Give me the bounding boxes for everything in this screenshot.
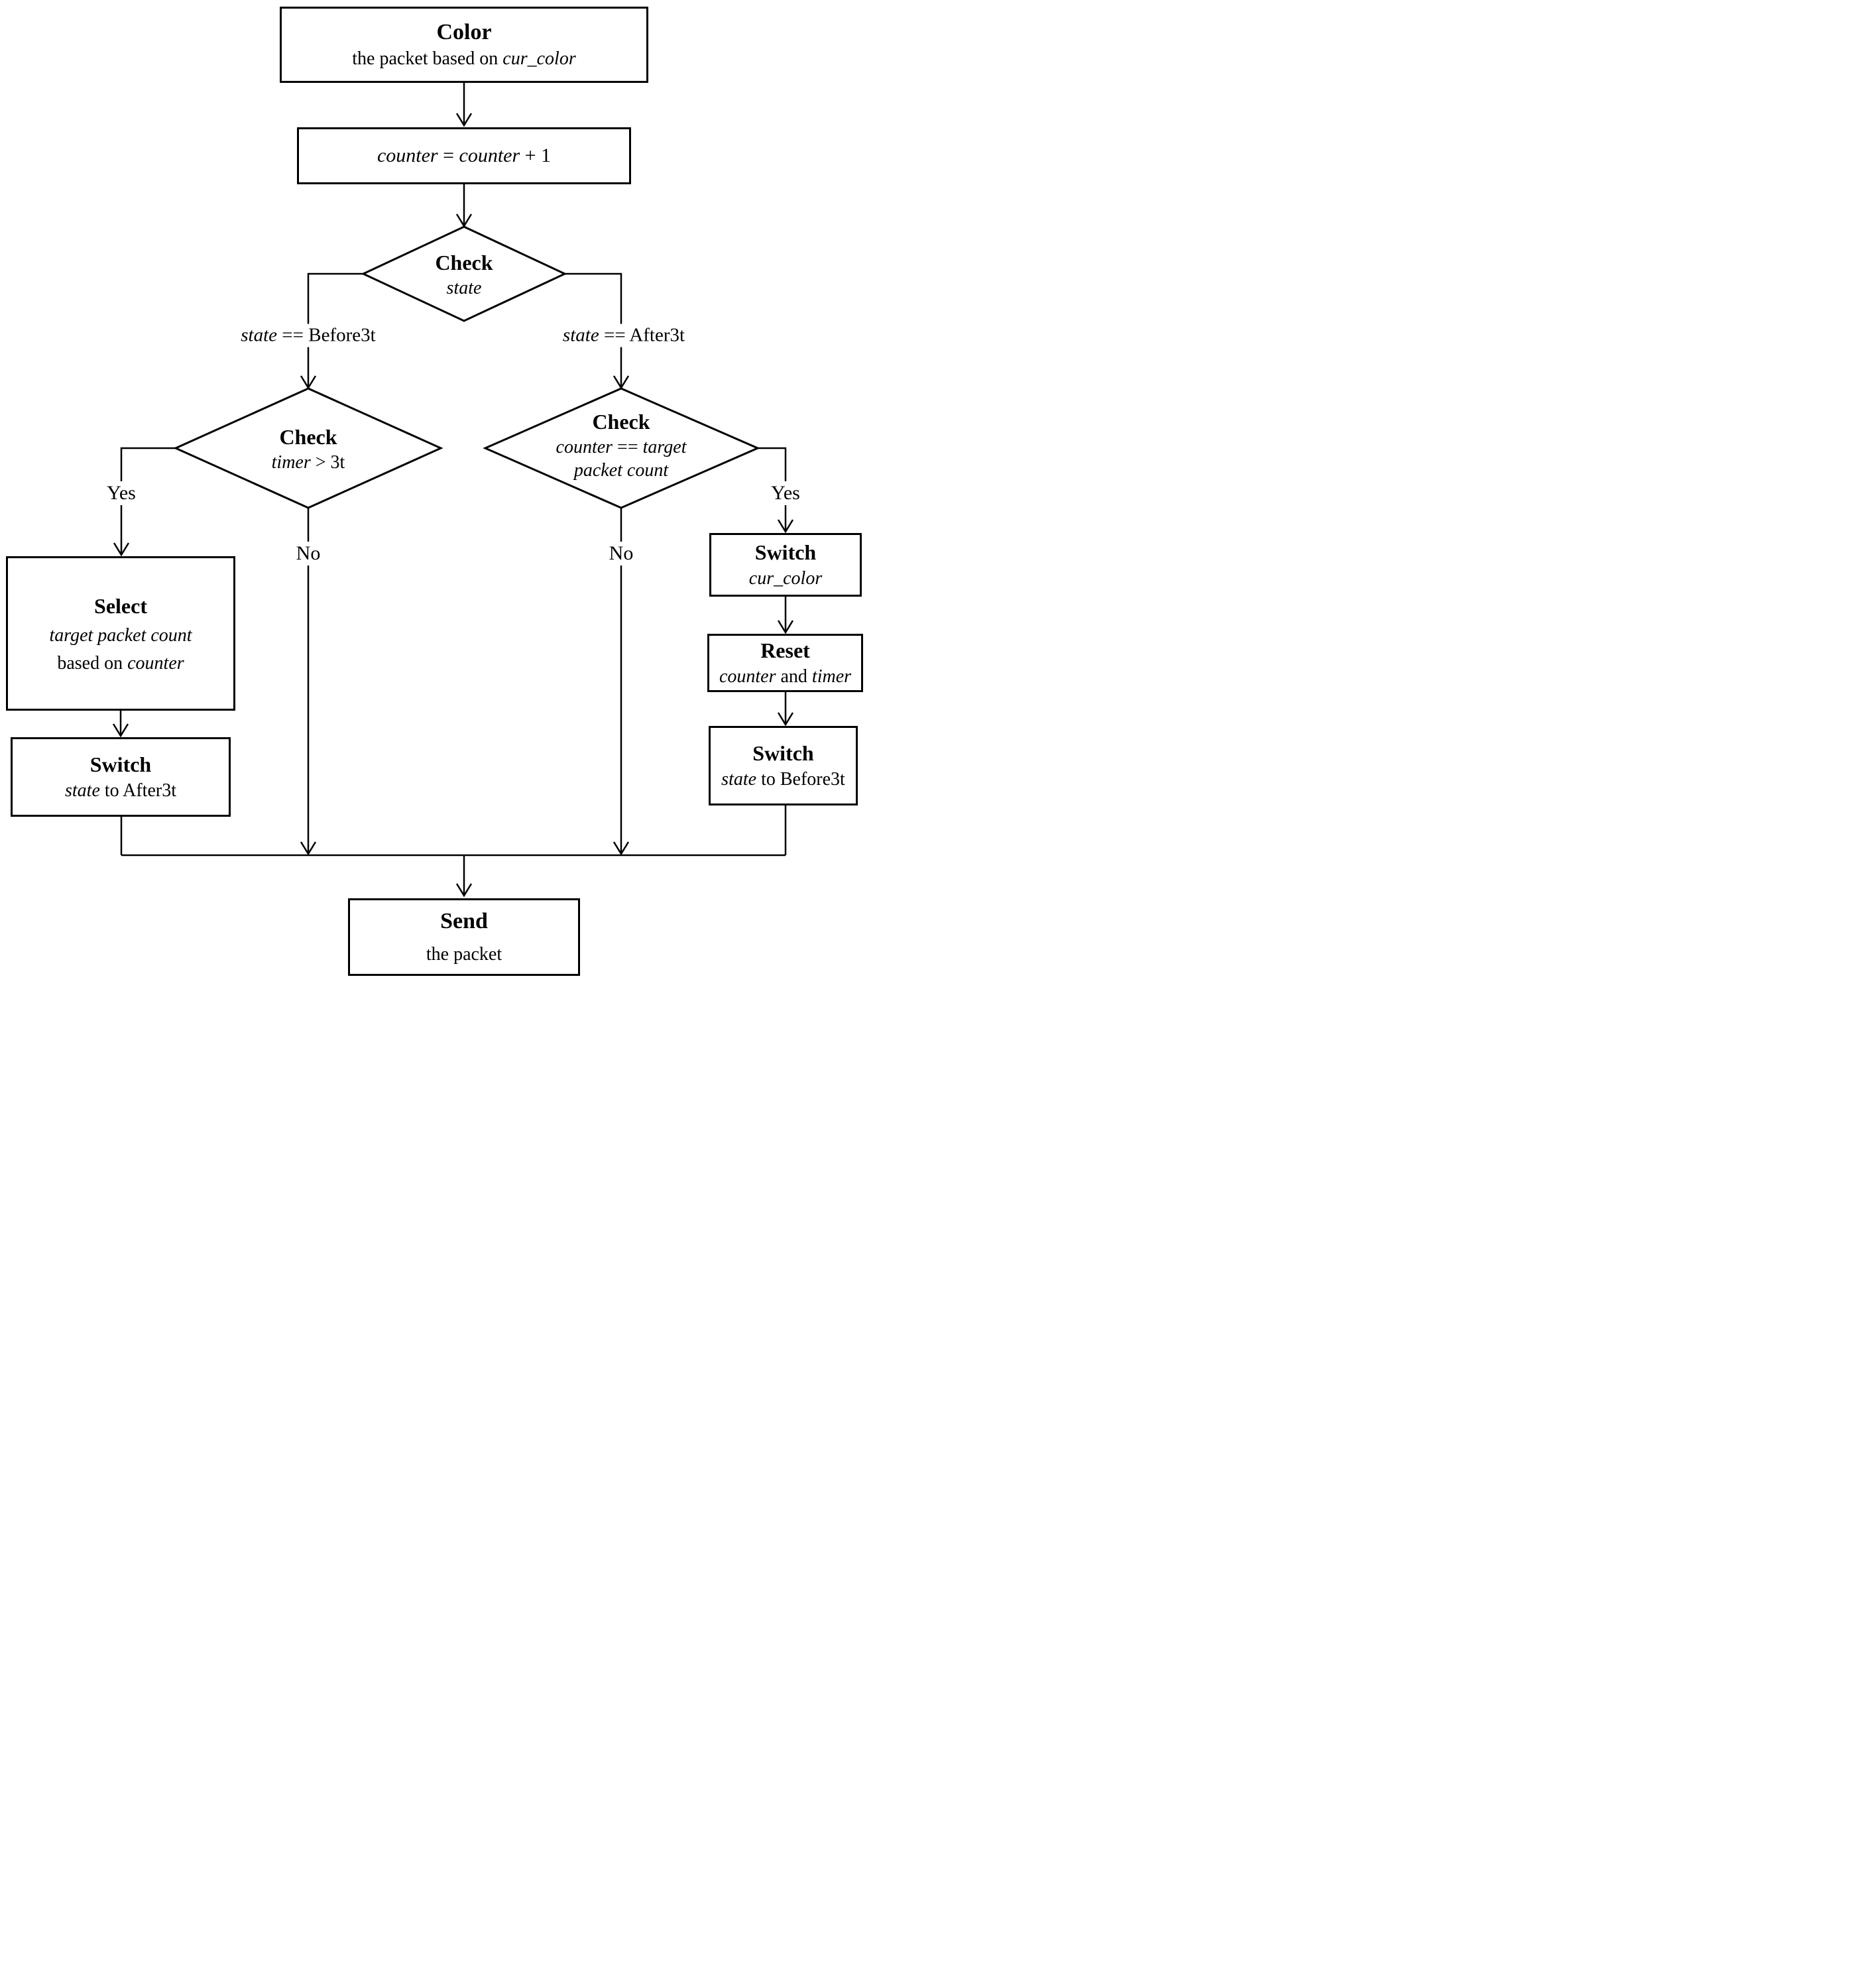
node-reset-text: counter and timer bbox=[719, 666, 852, 687]
node-color-text: the packet based on cur_color bbox=[352, 48, 576, 70]
edge-label-state-equals-after3t: state == After3t bbox=[556, 324, 692, 347]
arrowhead-into-reset bbox=[777, 620, 794, 634]
arrowhead-no-left-into-collector bbox=[300, 841, 317, 856]
flowchart-wires bbox=[112, 83, 794, 898]
arrowhead-into-checkstate bbox=[455, 213, 473, 228]
node-select-text-1: target packet count bbox=[49, 624, 192, 646]
node-reset-counter-and-timer: Reset counter and timer bbox=[707, 634, 863, 692]
node-color-packet: Color the packet based on cur_color bbox=[280, 7, 648, 83]
arrowhead-into-switchbefore bbox=[777, 712, 794, 727]
node-send-packet: Send the packet bbox=[348, 898, 580, 976]
edge-checkstate-left-stub bbox=[307, 272, 363, 386]
edge-label-state-equals-before3t: state == Before3t bbox=[234, 324, 382, 347]
arrowhead-into-checkcounter bbox=[613, 375, 630, 390]
node-select-text-2: based on counter bbox=[57, 652, 184, 674]
node-switch-before-title: Switch bbox=[752, 741, 814, 766]
arrowhead-no-right-into-collector bbox=[613, 841, 630, 856]
edge-label-no-right: No bbox=[602, 542, 640, 565]
node-counter-increment: counter = counter + 1 bbox=[297, 127, 631, 184]
node-send-title: Send bbox=[440, 908, 488, 933]
node-select-target-packet-count: Select target packet count based on coun… bbox=[6, 556, 235, 711]
edge-label-yes-right: Yes bbox=[764, 481, 807, 505]
arrowhead-into-counter bbox=[455, 113, 473, 127]
arrowhead-into-send bbox=[455, 883, 473, 898]
arrowhead-into-checktimer bbox=[300, 375, 317, 390]
edge-checkstate-right-stub bbox=[565, 272, 622, 386]
node-reset-title: Reset bbox=[760, 638, 810, 663]
node-switch-cur-color: Switch cur_color bbox=[709, 533, 862, 597]
node-switch-after-text: state to After3t bbox=[65, 780, 176, 801]
edge-label-no-left: No bbox=[289, 542, 327, 565]
node-select-title: Select bbox=[94, 593, 147, 618]
edge-label-yes-left: Yes bbox=[100, 481, 143, 505]
node-switch-color-text: cur_color bbox=[748, 567, 823, 589]
node-counter-text: counter = counter + 1 bbox=[377, 145, 552, 167]
arrowhead-into-select bbox=[113, 542, 130, 557]
diamond-check-timer bbox=[173, 387, 443, 509]
diamond-check-counter bbox=[483, 387, 760, 509]
arrowhead-into-switchcolor bbox=[777, 519, 794, 534]
flowchart-canvas: Color the packet based on cur_color coun… bbox=[0, 0, 938, 980]
diamond-check-state bbox=[361, 225, 567, 322]
node-switch-state-to-after3t: Switch state to After3t bbox=[11, 737, 231, 817]
edge-checktimer-yes bbox=[120, 447, 176, 554]
node-switch-color-title: Switch bbox=[754, 540, 817, 565]
node-switch-state-to-before3t: Switch state to Before3t bbox=[709, 726, 858, 805]
node-switch-after-title: Switch bbox=[89, 752, 152, 777]
node-send-text: the packet bbox=[426, 944, 502, 965]
arrowhead-into-switchafter bbox=[112, 723, 129, 738]
node-color-title: Color bbox=[436, 19, 492, 44]
node-switch-before-text: state to Before3t bbox=[721, 768, 845, 790]
